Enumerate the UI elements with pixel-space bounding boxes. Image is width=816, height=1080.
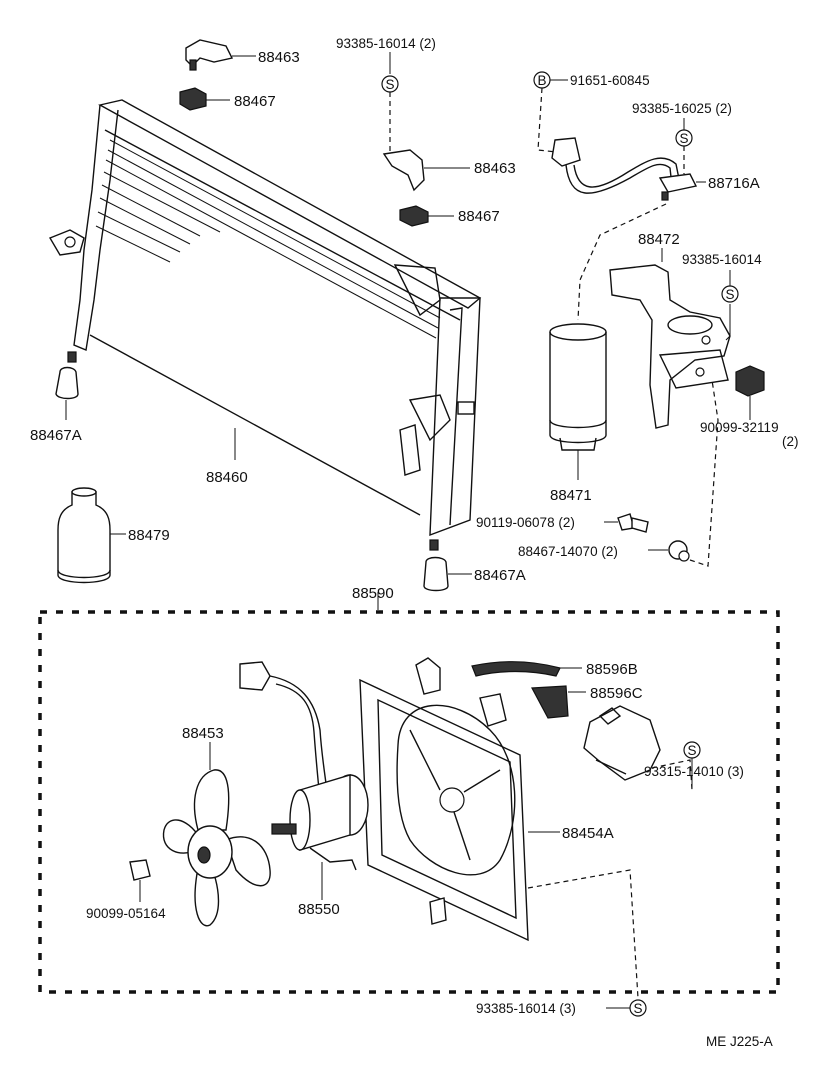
label-90099-05164: 90099-05164 — [86, 906, 166, 921]
label-88471: 88471 — [550, 487, 592, 504]
condenser-drawing — [48, 99, 482, 551]
cushion-88467-mid — [399, 205, 454, 227]
bracket-88472: S — [609, 248, 765, 429]
cushion-88467-top — [179, 87, 230, 111]
label-93315-14010: 93315-14010 (3) — [644, 764, 744, 779]
motor-88550 — [239, 661, 369, 900]
bolt-s-93385-16014-2: S — [381, 52, 399, 152]
s-symbol: S — [679, 131, 688, 146]
seal-88596b — [471, 661, 582, 677]
s-symbol: S — [385, 77, 394, 92]
seal-88596c — [531, 685, 586, 719]
label-93385-16014-2: 93385-16014 (2) — [336, 36, 436, 51]
bolt-s-93385-16014-3: S — [606, 999, 647, 1017]
label-88472: 88472 — [638, 231, 680, 248]
s-symbol: S — [633, 1001, 642, 1016]
b-symbol: B — [537, 73, 546, 88]
label-88479: 88479 — [128, 527, 170, 544]
label-88590: 88590 — [352, 585, 394, 602]
bottle-88479 — [57, 487, 126, 584]
label-88467-mid: 88467 — [458, 208, 500, 225]
label-93385-16014-r: 93385-16014 — [682, 252, 762, 267]
label-88467-top: 88467 — [234, 93, 276, 110]
label-88467a-bottom: 88467A — [474, 567, 526, 584]
pipe-88716a: B S — [533, 71, 706, 321]
bracket-88463-top — [185, 39, 256, 71]
label-88596b: 88596B — [586, 661, 638, 678]
fan-assembly-box — [38, 592, 780, 994]
bolt-90119-06078 — [604, 513, 649, 533]
label-88467-14070: 88467-14070 (2) — [518, 544, 618, 559]
label-90119-06078: 90119-06078 (2) — [476, 515, 575, 530]
clip-88467-14070 — [648, 379, 719, 567]
fan-88453 — [162, 742, 271, 927]
label-88463-top: 88463 — [258, 49, 300, 66]
nut-90099-05164 — [129, 859, 151, 902]
label-88716a: 88716A — [708, 175, 760, 192]
bracket-88463-mid — [382, 149, 470, 192]
label-91651-60845: 91651-60845 — [570, 73, 650, 88]
receiver-88471 — [549, 323, 607, 480]
s-symbol: S — [687, 743, 696, 758]
label-88454a: 88454A — [562, 825, 614, 842]
shroud-88454a — [359, 657, 639, 999]
label-90099-32119-qty: (2) — [782, 434, 799, 449]
connector-93315: S — [583, 705, 701, 791]
label-88550: 88550 — [298, 901, 340, 918]
diagram-code: ME J225-A — [706, 1034, 773, 1049]
s-symbol: S — [725, 287, 734, 302]
label-88463-mid: 88463 — [474, 160, 516, 177]
label-88453: 88453 — [182, 725, 224, 742]
label-90099-32119: 90099-32119 — [700, 420, 779, 435]
cushion-88467a-bottom — [423, 556, 472, 592]
label-88596c: 88596C — [590, 685, 643, 702]
label-93385-16014-3: 93385-16014 (3) — [476, 1001, 576, 1016]
cushion-88467a-left — [55, 366, 79, 420]
label-88460: 88460 — [206, 469, 248, 486]
label-93385-16025: 93385-16025 (2) — [632, 101, 732, 116]
label-88467a-left: 88467A — [30, 427, 82, 444]
